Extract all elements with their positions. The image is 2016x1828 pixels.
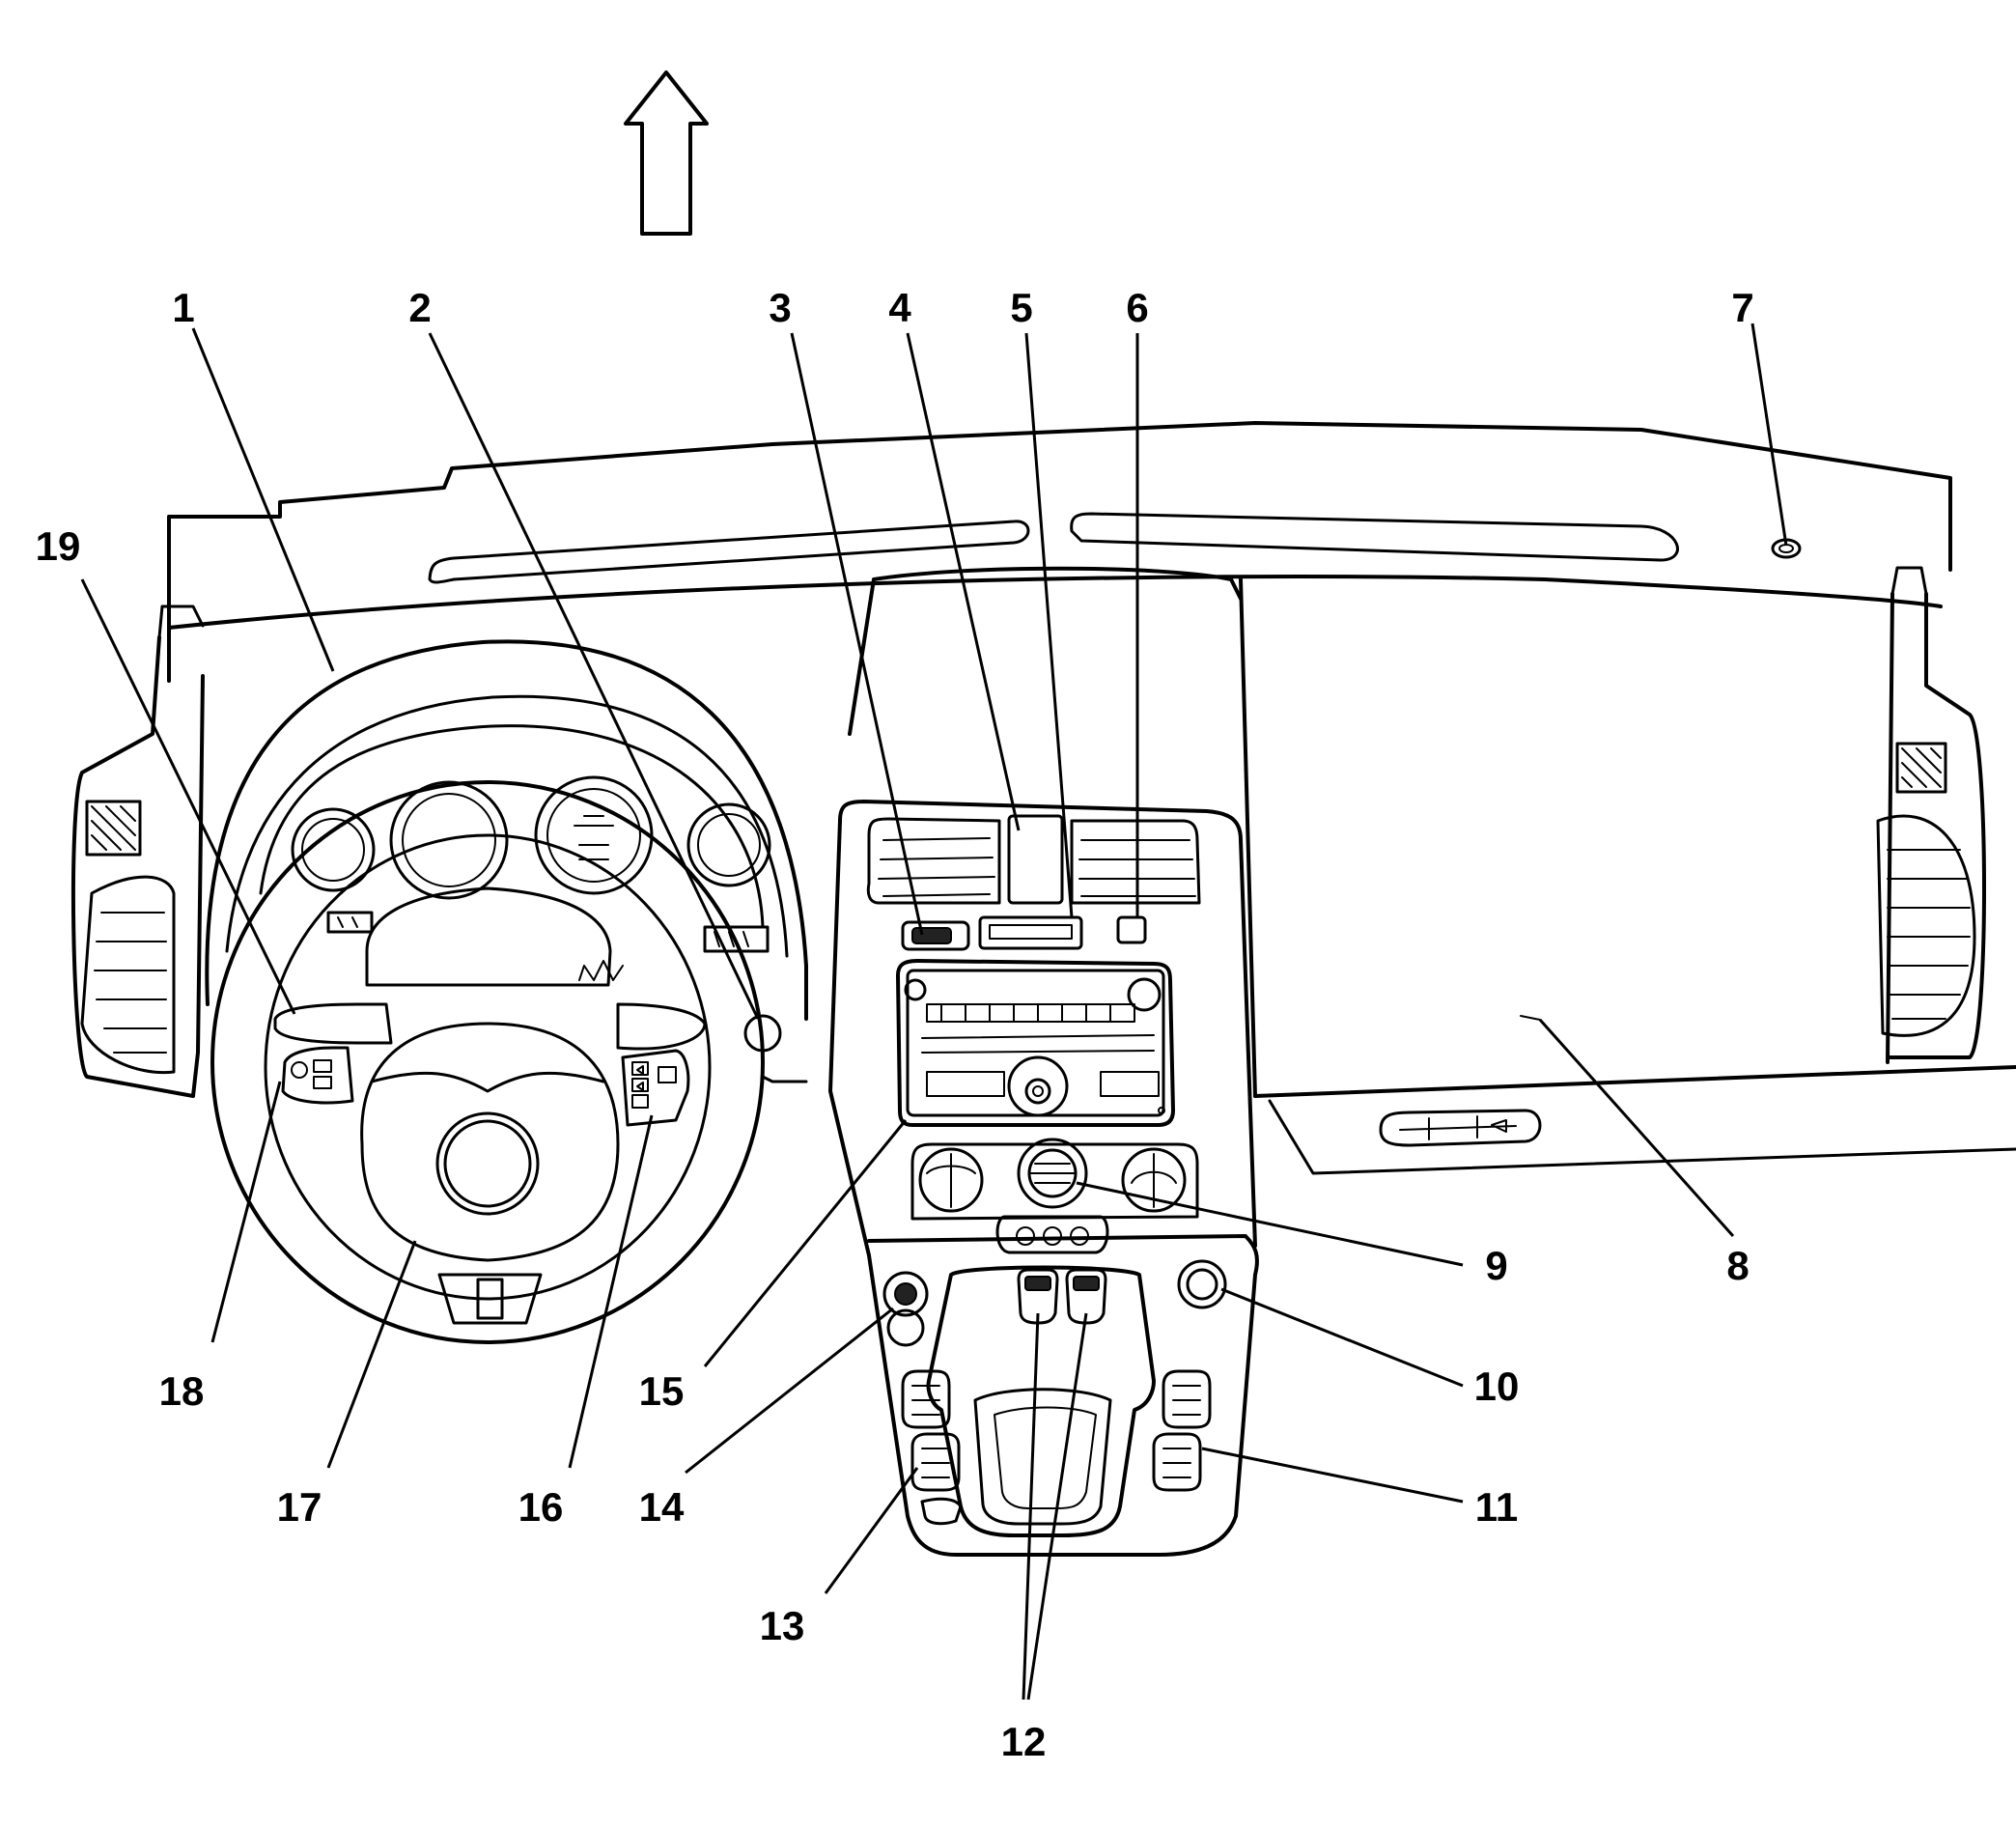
callout-6: 6 <box>1126 285 1148 330</box>
callout-16: 16 <box>518 1484 564 1530</box>
multifunction-lever <box>273 1002 707 1051</box>
hvac-control-knobs <box>910 1138 1199 1254</box>
leader-9 <box>1076 1181 1464 1267</box>
leader-7 <box>1750 323 1788 547</box>
callout-3: 3 <box>769 285 791 330</box>
instrument-cluster <box>205 639 808 1021</box>
steering-wheel-controls-left <box>281 1046 354 1105</box>
callout-15: 15 <box>639 1368 685 1414</box>
passenger-dash-glovebox <box>1239 577 2016 1175</box>
callout-19: 19 <box>36 523 81 569</box>
callout-12: 12 <box>1001 1719 1047 1764</box>
callout-1: 1 <box>172 285 194 330</box>
leader-4 <box>906 332 1021 831</box>
leader-17 <box>326 1240 417 1469</box>
callout-4: 4 <box>888 285 911 330</box>
leader-lines <box>80 323 1788 1701</box>
callout-2: 2 <box>408 285 431 330</box>
left-side-vent <box>70 635 205 1098</box>
radio-unit <box>896 959 1175 1127</box>
right-side-vent <box>1876 592 1986 1064</box>
leader-3 <box>790 332 924 936</box>
leader-12b <box>1026 1312 1088 1701</box>
callout-9: 9 <box>1485 1243 1507 1288</box>
callout-11: 11 <box>1475 1484 1518 1530</box>
power-outlet-10 <box>1177 1259 1227 1309</box>
floor-console <box>926 1265 1156 1537</box>
callout-17: 17 <box>277 1484 322 1530</box>
callout-13: 13 <box>760 1603 805 1648</box>
mirror-switch-14 <box>882 1271 929 1347</box>
leader-14 <box>685 1307 894 1475</box>
leader-10 <box>1220 1287 1464 1388</box>
leader-2 <box>428 332 760 1020</box>
callout-18: 18 <box>159 1368 205 1414</box>
leader-8 <box>1538 1019 1735 1237</box>
leader-18 <box>210 1081 282 1343</box>
leader-15 <box>703 1119 908 1367</box>
callout-labels: 1 2 3 4 5 6 7 8 9 10 11 12 13 14 15 16 1… <box>36 285 1754 1764</box>
leader-1 <box>191 327 335 672</box>
center-display-screen <box>1007 814 1064 905</box>
leader-19 <box>80 578 296 1015</box>
leader-13 <box>824 1467 919 1594</box>
callout-14: 14 <box>639 1484 685 1530</box>
callout-7: 7 <box>1731 285 1753 330</box>
center-air-outlets <box>866 817 1201 905</box>
up-arrow-icon <box>624 70 709 236</box>
console-switches-12 <box>1017 1268 1107 1325</box>
ignition-switch <box>743 1014 808 1083</box>
leader-5 <box>1024 332 1074 918</box>
leader-11 <box>1201 1447 1464 1504</box>
callout-10: 10 <box>1474 1364 1520 1409</box>
upper-switch-row <box>901 915 1147 951</box>
leader-12a <box>1022 1312 1040 1701</box>
steering-wheel-controls-right <box>621 1049 690 1127</box>
callout-8: 8 <box>1726 1243 1749 1288</box>
steering-wheel <box>210 780 765 1344</box>
callout-5: 5 <box>1010 285 1032 330</box>
leader-16 <box>568 1114 654 1469</box>
window-switches-left <box>901 1369 963 1526</box>
dash-pad-outline <box>157 421 1952 683</box>
window-switches-right <box>1152 1369 1212 1492</box>
